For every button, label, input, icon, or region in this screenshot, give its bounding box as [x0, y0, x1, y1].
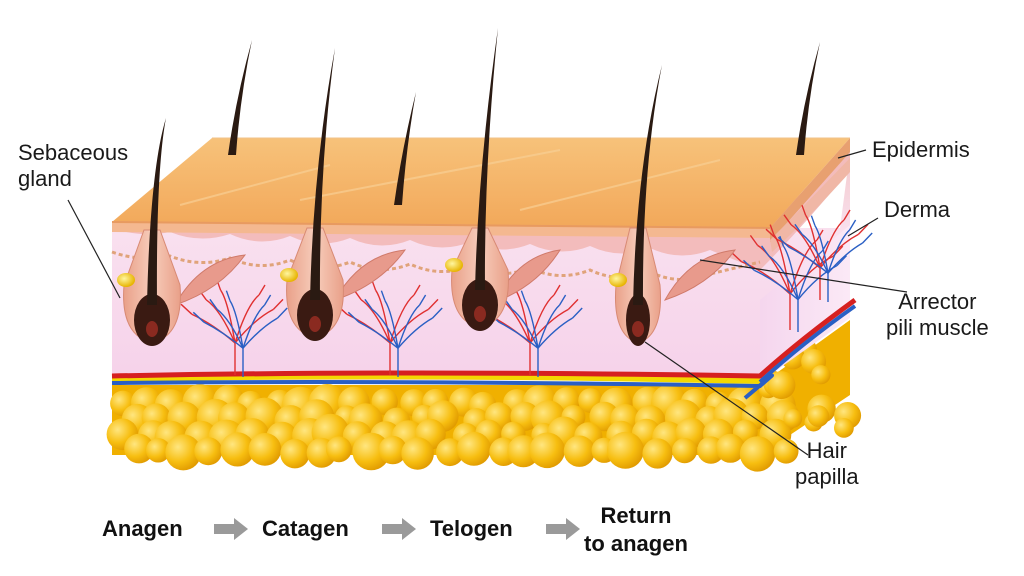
fat-cell	[563, 435, 596, 467]
fat-cell	[280, 439, 310, 469]
arrow-right-icon	[382, 518, 416, 540]
hair-shaft	[310, 48, 335, 300]
arrow-right-icon	[546, 518, 580, 540]
epidermis-front	[112, 222, 770, 238]
stage-return-to-anagen: Return to anagen	[584, 503, 688, 556]
muscle	[333, 249, 407, 301]
label-derma: Derma	[884, 197, 951, 222]
fat-cell	[326, 436, 352, 463]
hair-shaft	[633, 65, 662, 305]
fat-cell	[124, 433, 154, 464]
fat-cells	[106, 337, 862, 472]
fat-cell	[739, 436, 776, 472]
fat-cell	[378, 435, 407, 465]
fat-cell	[371, 388, 398, 415]
fat-cell	[783, 409, 803, 428]
sebaceous-gland	[609, 273, 627, 287]
hair-shaft	[796, 42, 820, 155]
capillary	[347, 290, 443, 377]
fat-cell	[606, 431, 644, 469]
hair-follicle	[609, 65, 662, 346]
leader-lines	[67, 149, 908, 456]
stage-telogen: Telogen	[430, 516, 513, 541]
fat-cell	[401, 437, 434, 470]
fat-cell	[194, 437, 223, 466]
papillary-layer	[112, 150, 850, 270]
capillary-network	[180, 204, 873, 377]
hair-shaft	[228, 40, 252, 155]
fat-cell	[165, 434, 202, 471]
fat-cell	[220, 432, 255, 467]
label-hair-papilla: Hair papilla	[795, 438, 859, 489]
stage-anagen: Anagen	[102, 516, 183, 541]
fat-cell	[811, 365, 831, 385]
fat-cell	[715, 433, 745, 463]
fat-cell	[642, 438, 673, 469]
sebaceous-gland	[280, 268, 298, 282]
capillary	[777, 215, 873, 302]
label-sebaceous-gland: Sebaceous gland	[18, 140, 129, 191]
muscle	[493, 249, 561, 303]
label-epidermis: Epidermis	[872, 137, 970, 162]
fat-layer	[106, 320, 862, 472]
label-arrector-pili-muscle: Arrector pili muscle	[886, 289, 989, 340]
hair-shaft	[147, 118, 166, 305]
muscle	[173, 254, 247, 306]
fat-cell	[456, 431, 491, 466]
fat-cell	[834, 418, 854, 438]
fat-cell	[352, 432, 391, 471]
stage-catagen: Catagen	[262, 516, 349, 541]
arrow-right-icon	[214, 518, 248, 540]
hair-follicles	[117, 28, 820, 346]
hair-shaft	[394, 92, 416, 205]
fat-cell	[529, 432, 565, 469]
fat-cell	[773, 438, 799, 464]
capillary	[192, 290, 288, 377]
sebaceous-gland	[445, 258, 463, 272]
hair-follicle	[280, 48, 344, 341]
fat-cell	[146, 438, 171, 463]
blood-vessels	[111, 297, 857, 400]
sebaceous-gland	[117, 273, 135, 287]
hair-follicle	[117, 118, 181, 346]
fat-cell	[767, 371, 796, 400]
fat-cell	[436, 438, 464, 467]
fat-cell	[672, 438, 698, 464]
hair-shaft	[475, 28, 498, 290]
fat-cell	[248, 433, 282, 466]
fat-cell	[807, 405, 830, 427]
derma-side	[760, 225, 850, 382]
hair-follicle	[445, 28, 509, 331]
capillary	[743, 235, 848, 332]
capillary	[487, 290, 583, 377]
